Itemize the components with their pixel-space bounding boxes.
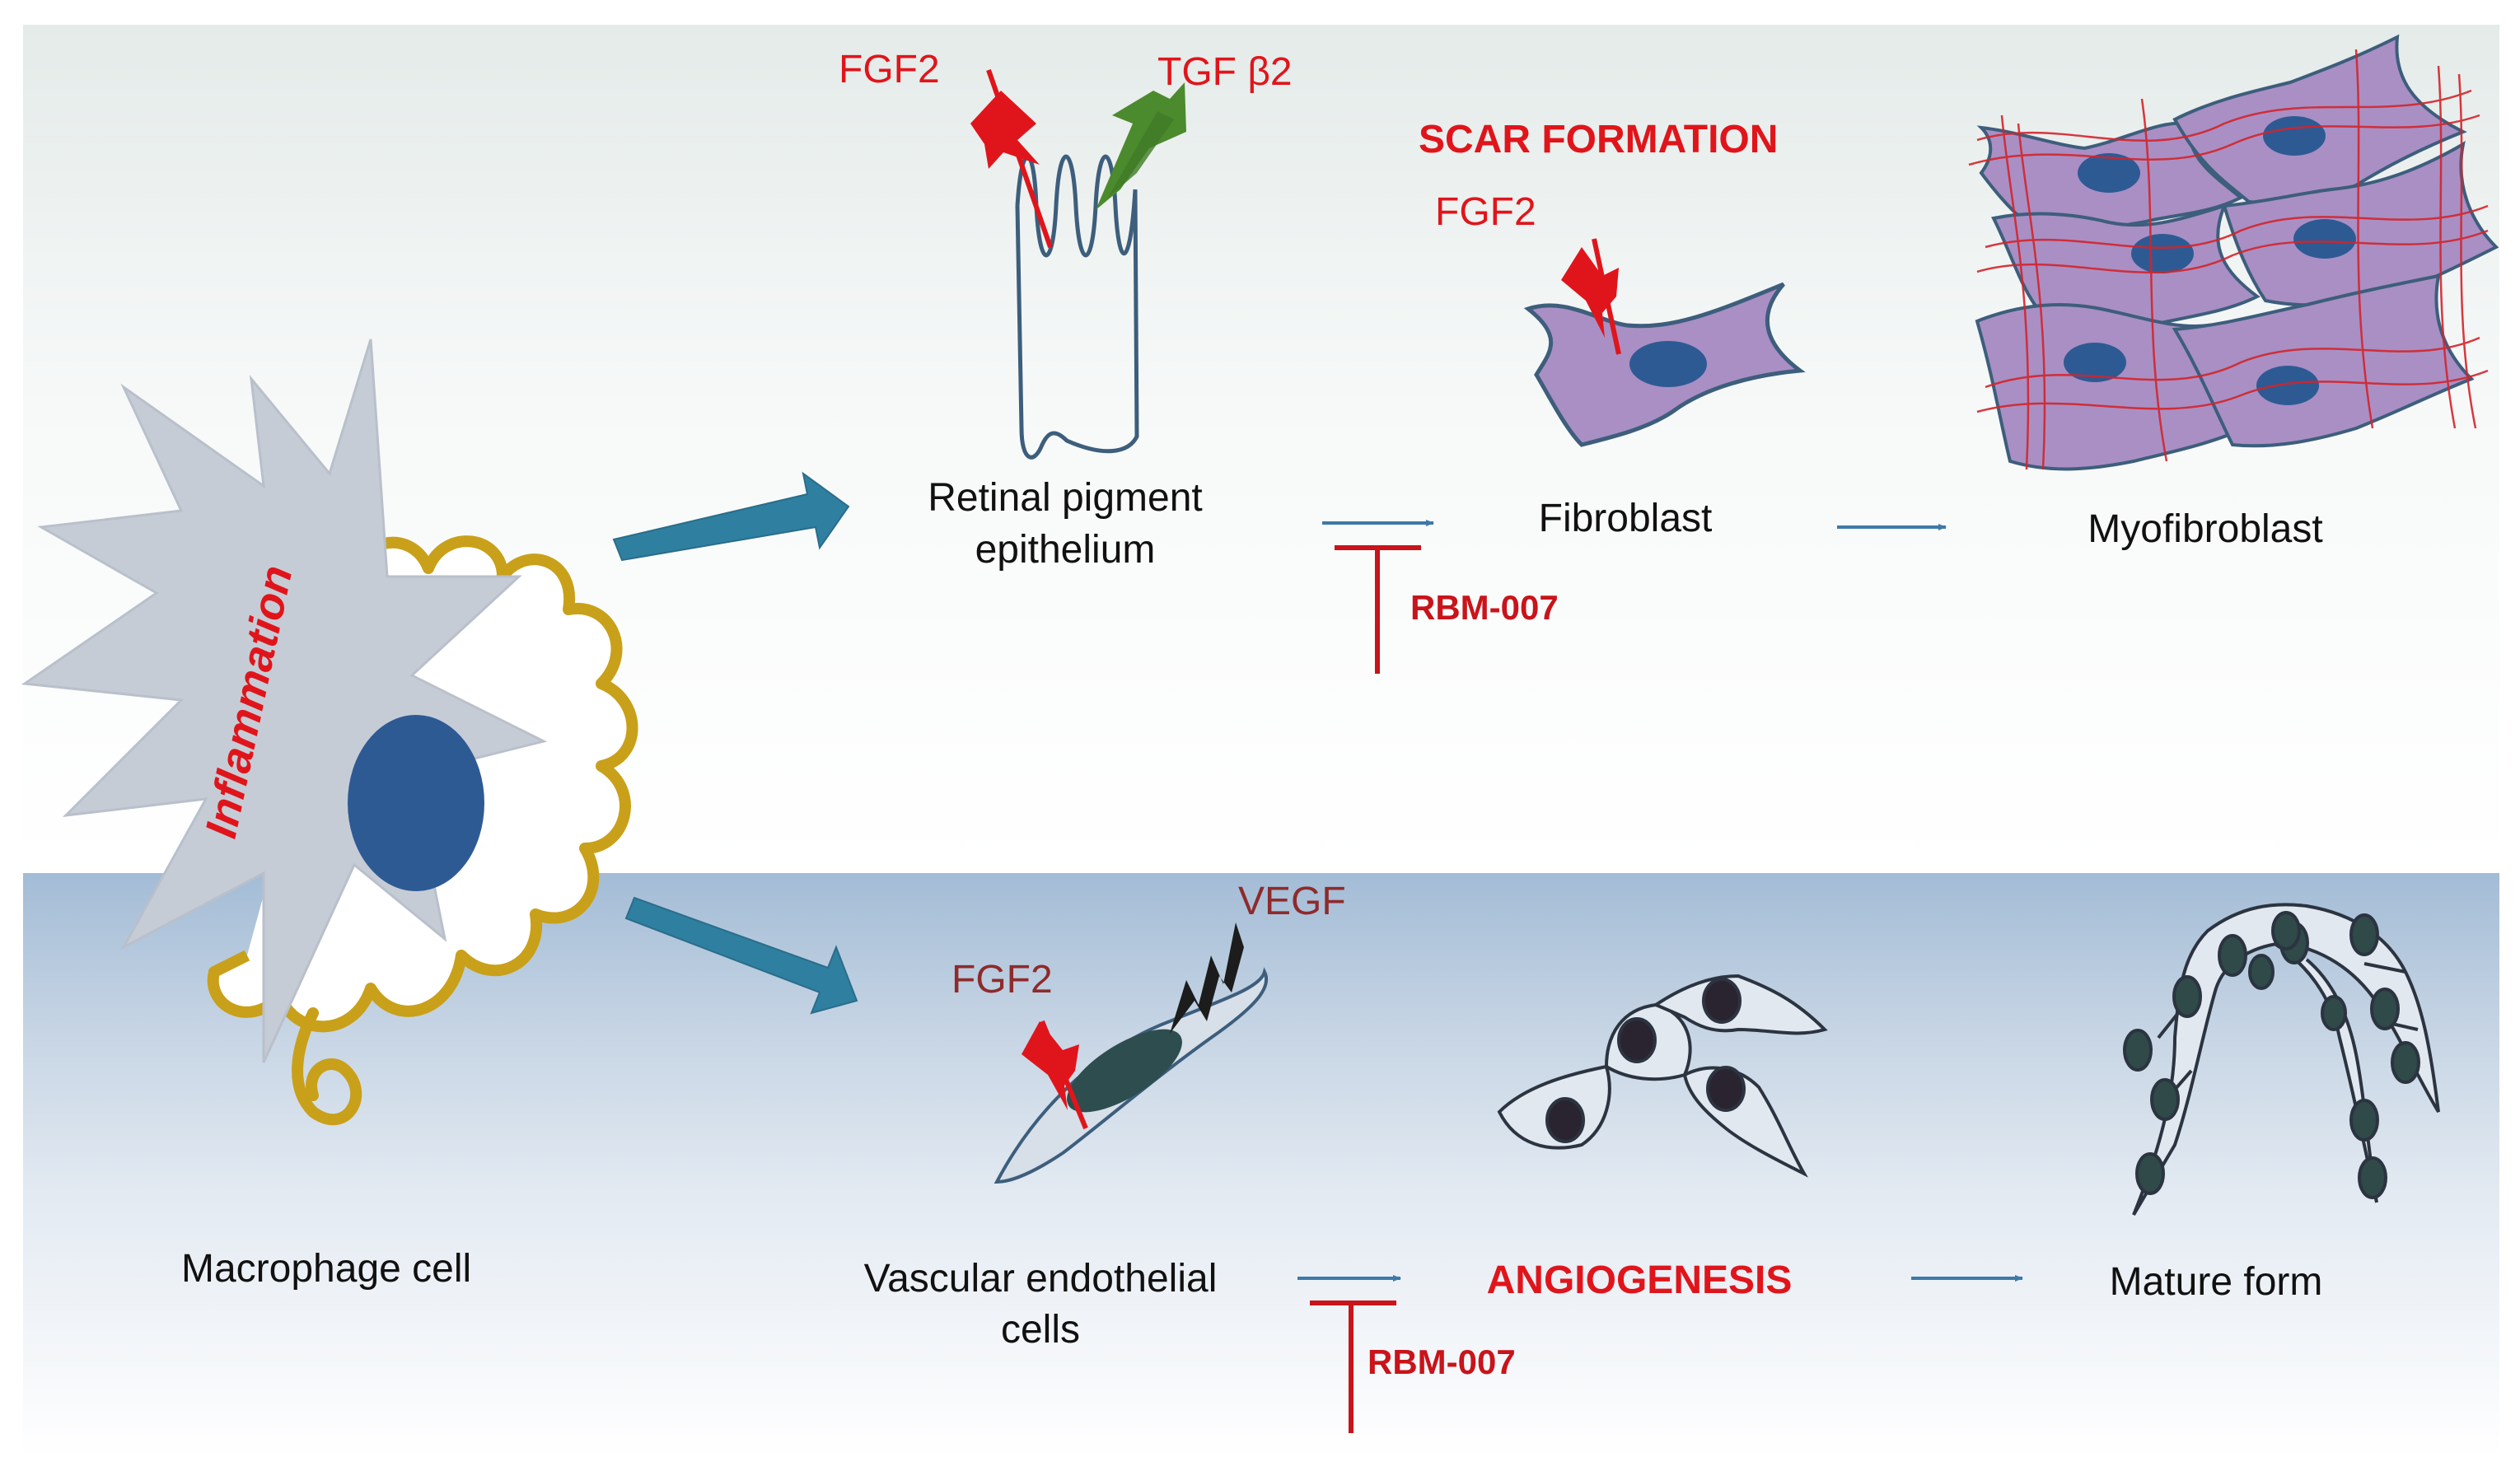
rbm-bottom-label: RBM-007 xyxy=(1368,1343,1516,1381)
arrow-to-endothelial-icon xyxy=(624,896,858,1015)
rbm-inhibitor-bottom-icon xyxy=(1310,1301,1396,1433)
macrophage-label: Macrophage cell xyxy=(181,1247,471,1291)
scar-formation-title: SCAR FORMATION xyxy=(1419,118,1778,161)
tgf-label: TGF β2 xyxy=(1157,50,1293,94)
rpe-label-line1: Retinal pigment xyxy=(928,476,1203,520)
fibroblast-cell xyxy=(1523,282,1806,447)
endothelial-cell xyxy=(994,967,1269,1184)
rbm-top-label: RBM-007 xyxy=(1410,588,1559,627)
fgf2-fibroblast-label: FGF2 xyxy=(1435,190,1536,234)
rpe-cell-outline xyxy=(1015,189,1139,460)
macrophage-tail xyxy=(292,1007,362,1126)
rpe-label-line2: epithelium xyxy=(975,528,1156,572)
myofibroblast-label: Myofibroblast xyxy=(2088,507,2322,551)
fibroblast-nucleus xyxy=(1629,341,1707,387)
fgf2-ligand-icon xyxy=(970,69,1053,248)
angiogenesis-title: ANGIOGENESIS xyxy=(1487,1259,1793,1302)
tgf-ligand-icon xyxy=(1096,82,1186,210)
vegf-label: VEGF xyxy=(1238,880,1346,923)
mature-vessel xyxy=(2123,903,2440,1216)
fgf2-top-label: FGF2 xyxy=(839,48,940,91)
endothelial-nucleus xyxy=(1067,1029,1182,1113)
vec-label-line2: cells xyxy=(1001,1308,1080,1352)
vegf-ligand-icon xyxy=(1170,922,1244,1034)
vec-label-line1: Vascular endothelial xyxy=(864,1257,1218,1301)
angiogenesis-sprout xyxy=(1497,974,1828,1178)
fgf2-fibroblast-ligand-icon xyxy=(1561,238,1621,355)
fibroblast-label: Fibroblast xyxy=(1539,497,1713,540)
myofibroblast-cluster xyxy=(1968,34,2499,471)
fgf2-endothelial-ligand-icon xyxy=(1022,1020,1088,1130)
arrow-to-rpe-icon xyxy=(612,471,850,562)
rbm-inhibitor-top-icon xyxy=(1335,545,1421,674)
macrophage-nucleus xyxy=(348,715,484,891)
fgf2-bottom-label: FGF2 xyxy=(951,958,1053,1002)
mature-form-label: Mature form xyxy=(2110,1260,2323,1304)
